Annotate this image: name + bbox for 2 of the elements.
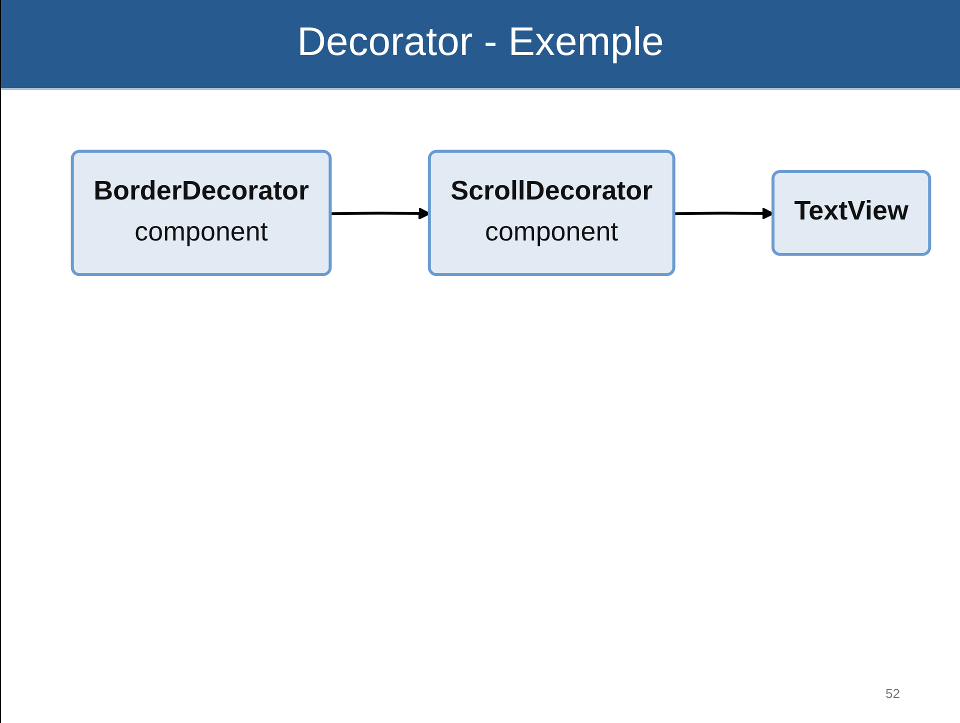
slide-title: Decorator - Exemple (297, 20, 664, 65)
page-number: 52 (886, 686, 900, 701)
